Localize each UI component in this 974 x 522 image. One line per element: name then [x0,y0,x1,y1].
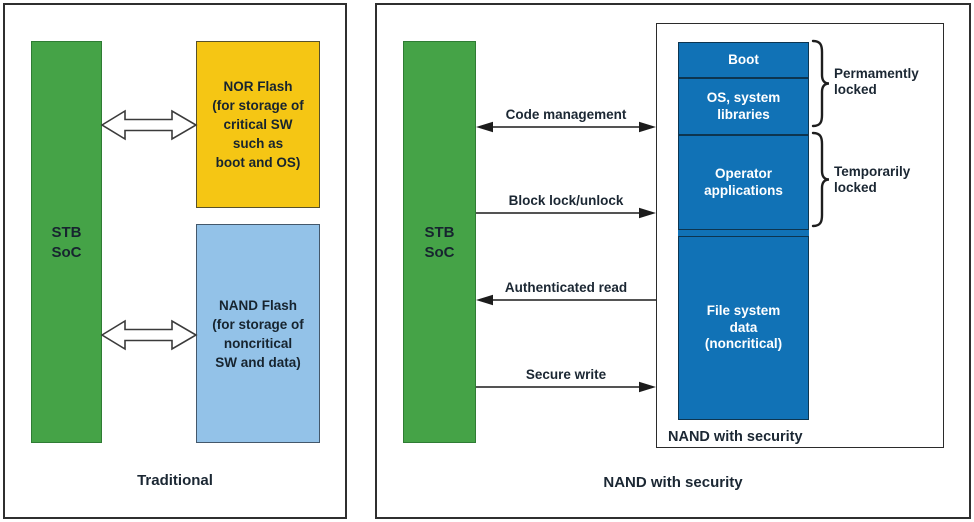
nor-flash-text: NOR Flash (for storage of critical SW su… [212,77,304,172]
soc-line: SoC [424,244,455,261]
operator-label-line: applications [704,182,783,198]
nand-flash-line: noncritical [223,335,293,351]
stb-soc-label-left: STB SoC [31,223,102,263]
nand-flash-block: NAND Flash (for storage of noncritical S… [196,224,320,443]
nand-box-inner-label: NAND with security [668,429,803,445]
memory-block-boot: Boot [678,42,809,78]
memory-block-operator-apps: Operator applications [678,135,809,230]
fs-label-line: (noncritical) [704,336,783,352]
nand-flash-line: SW and data) [215,354,301,370]
stb-soc-block-right [403,41,476,443]
brace-label-line: locked [834,180,877,195]
stb-soc-label-right: STB SoC [403,223,476,263]
operator-label-line: Operator [714,166,772,181]
label-authenticated-read: Authenticated read [504,280,628,295]
nor-flash-line: such as [232,136,284,151]
brace-label-line: Permamently [834,66,919,81]
nand-memory-column [678,42,809,420]
label-block-lock-unlock: Block lock/unlock [508,193,624,208]
label-temporarily-locked: Temporarily locked [834,164,966,196]
label-code-management: Code management [505,107,627,122]
caption-traditional: Traditional [137,472,213,489]
soc-line: SoC [51,244,82,261]
os-label-line: OS, system [706,90,781,105]
fs-label-line: File system [706,303,781,319]
os-label-line: libraries [717,106,770,122]
boot-label: Boot [728,51,759,67]
nor-flash-line: boot and OS) [215,155,301,170]
brace-label-line: locked [834,82,877,97]
caption-nand-with-security: NAND with security [603,474,743,491]
nor-flash-line: NOR Flash [223,79,293,94]
fs-label-line: data [729,319,758,335]
nand-flash-text: NAND Flash (for storage of noncritical S… [212,296,304,372]
label-permanently-locked: Permamently locked [834,66,966,98]
nor-flash-block: NOR Flash (for storage of critical SW su… [196,41,320,208]
stb-line: STB [51,224,82,241]
memory-block-file-system: File system data (noncritical) [678,236,809,420]
stb-soc-block-left [31,41,102,443]
nand-flash-line: NAND Flash [218,297,297,313]
nor-flash-line: (for storage of [212,98,304,113]
brace-label-line: Temporarily [834,164,911,179]
nand-flash-line: (for storage of [212,316,304,332]
label-secure-write: Secure write [525,367,607,382]
stb-line: STB [424,224,455,241]
memory-block-os-libraries: OS, system libraries [678,78,809,135]
nor-flash-line: critical SW [223,117,293,132]
